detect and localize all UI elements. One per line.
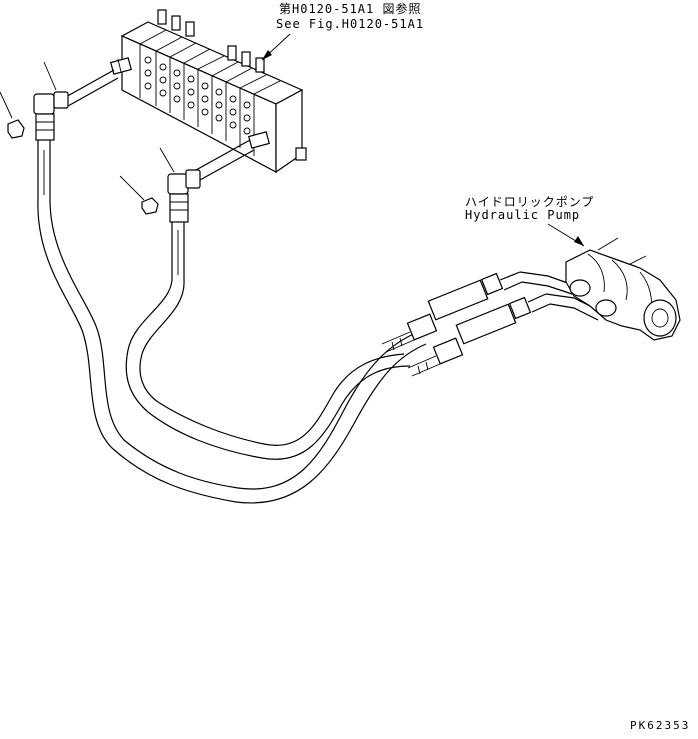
middle-elbow-fitting [159,131,270,223]
hose-fitting-upper [381,271,577,353]
control-valve-assembly [120,9,307,174]
hose-outer [37,140,427,504]
hose-fitting-lower [407,293,603,377]
hose-inner [125,222,411,460]
left-elbow-fitting [33,57,132,141]
valve-reference-label-en: See Fig.H0120-51A1 [276,17,425,31]
hydraulic-pump [547,223,681,341]
left-plug [0,91,25,139]
middle-plug [119,175,159,215]
drawing-code: PK62353 [630,719,691,732]
pump-label-jp: ハイドロリックポンプ [465,195,595,209]
pump-label-en: Hydraulic Pump [465,208,581,222]
valve-reference-label-jp: 第H0120-51A1 図参照 [279,2,422,16]
